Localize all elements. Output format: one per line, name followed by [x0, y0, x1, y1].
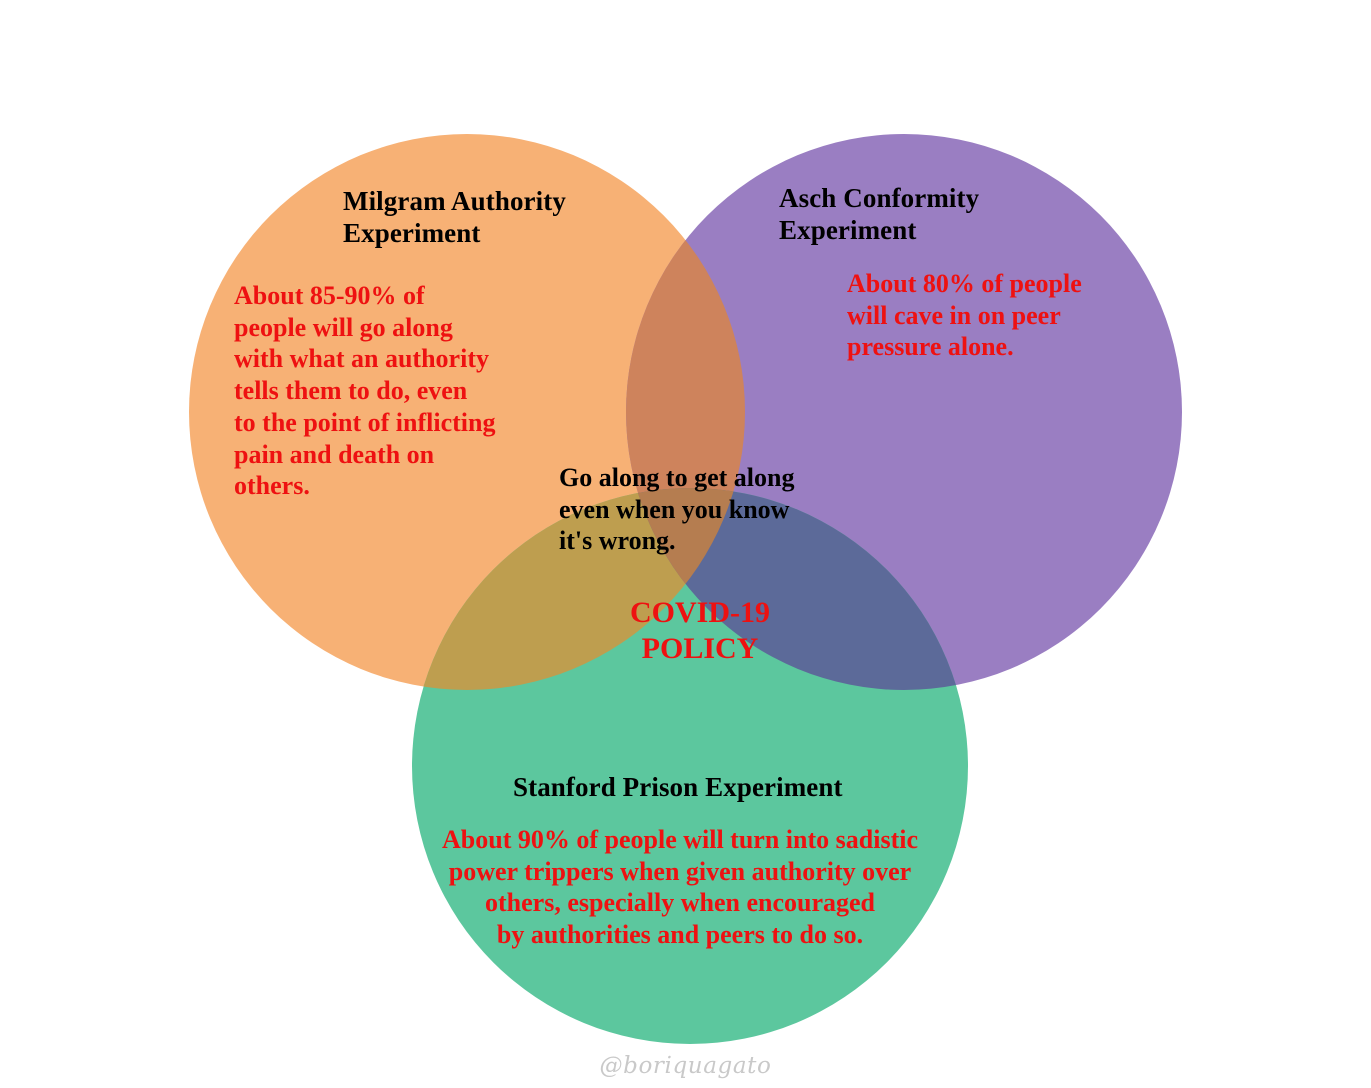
milgram-description: About 85-90% of people will go along wit…	[234, 281, 496, 501]
stanford-title: Stanford Prison Experiment	[513, 772, 843, 802]
stanford-description: About 90% of people will turn into sadis…	[442, 825, 918, 950]
asch-description: About 80% of people will cave in on peer…	[847, 269, 1082, 362]
overlap-milgram-stanford	[412, 488, 745, 690]
center-intersection-highlight: COVID-19 POLICY	[630, 596, 770, 665]
watermark-handle: @boriquagato	[599, 1053, 772, 1079]
asch-title: Asch Conformity Experiment	[779, 183, 980, 245]
center-intersection-caption: Go along to get along even when you know…	[559, 463, 795, 556]
overlap-asch-stanford	[626, 488, 968, 690]
milgram-title: Milgram Authority Experiment	[343, 186, 566, 248]
